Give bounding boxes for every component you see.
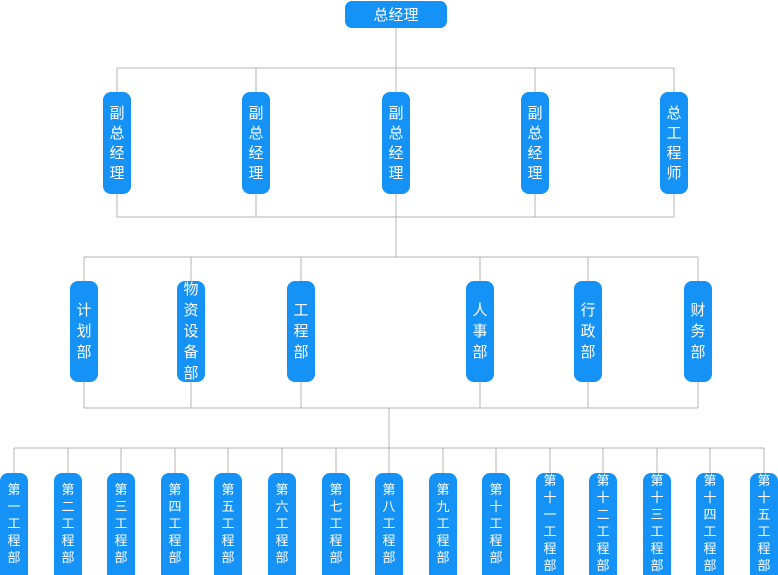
level2-label: 副总经理 [527, 104, 543, 182]
level2-node-5[interactable]: 总工程师 [660, 92, 688, 194]
level4-label: 第七工程部 [329, 482, 343, 566]
ceo-node[interactable]: 总经理 [345, 1, 447, 28]
level4-node-9[interactable]: 第九工程部 [429, 473, 457, 575]
level4-node-1[interactable]: 第一工程部 [0, 473, 28, 575]
level4-node-15[interactable]: 第十五工程部 [750, 473, 778, 575]
level3-label: 人事部 [472, 301, 488, 361]
level4-node-14[interactable]: 第十四工程部 [696, 473, 724, 575]
level4-label: 第五工程部 [221, 482, 235, 566]
level4-node-3[interactable]: 第三工程部 [107, 473, 135, 575]
level4-node-6[interactable]: 第六工程部 [268, 473, 296, 575]
level4-label: 第六工程部 [275, 482, 289, 566]
level3-label: 行政部 [580, 301, 596, 361]
level3-node-1[interactable]: 计划部 [70, 281, 98, 382]
level4-label: 第十二工程部 [596, 474, 610, 574]
level4-node-13[interactable]: 第十三工程部 [643, 473, 671, 575]
level4-node-5[interactable]: 第五工程部 [214, 473, 242, 575]
level3-label: 物资设备部 [183, 280, 199, 382]
level4-label: 第九工程部 [436, 482, 450, 566]
level2-node-4[interactable]: 副总经理 [521, 92, 549, 194]
level4-node-10[interactable]: 第十工程部 [482, 473, 510, 575]
level4-label: 第四工程部 [168, 482, 182, 566]
level4-node-8[interactable]: 第八工程部 [375, 473, 403, 575]
level4-node-2[interactable]: 第二工程部 [54, 473, 82, 575]
level2-label: 总工程师 [666, 104, 682, 182]
level2-label: 副总经理 [388, 104, 404, 182]
level2-node-3[interactable]: 副总经理 [382, 92, 410, 194]
level4-label: 第十一工程部 [543, 474, 557, 574]
level4-node-11[interactable]: 第十一工程部 [536, 473, 564, 575]
level4-node-4[interactable]: 第四工程部 [161, 473, 189, 575]
level4-node-7[interactable]: 第七工程部 [322, 473, 350, 575]
level4-label: 第二工程部 [61, 482, 75, 566]
level3-node-2[interactable]: 物资设备部 [177, 280, 205, 382]
level4-label: 第三工程部 [114, 482, 128, 566]
level3-node-4[interactable]: 人事部 [466, 281, 494, 382]
level4-label: 第十三工程部 [650, 474, 664, 574]
ceo-label: 总经理 [373, 6, 419, 24]
level4-label: 第十五工程部 [757, 474, 771, 574]
level2-node-1[interactable]: 副总经理 [103, 92, 131, 194]
level3-node-5[interactable]: 行政部 [574, 281, 602, 382]
level3-node-3[interactable]: 工程部 [287, 281, 315, 382]
level2-node-2[interactable]: 副总经理 [242, 92, 270, 194]
level4-label: 第一工程部 [7, 482, 21, 566]
level3-label: 财务部 [690, 301, 706, 361]
level2-label: 副总经理 [248, 104, 264, 182]
level4-label: 第八工程部 [382, 482, 396, 566]
level4-label: 第十四工程部 [703, 474, 717, 574]
level3-label: 计划部 [76, 301, 92, 361]
level3-label: 工程部 [293, 301, 309, 361]
level3-node-6[interactable]: 财务部 [684, 281, 712, 382]
level2-label: 副总经理 [109, 104, 125, 182]
level4-node-12[interactable]: 第十二工程部 [589, 473, 617, 575]
level4-label: 第十工程部 [489, 482, 503, 566]
